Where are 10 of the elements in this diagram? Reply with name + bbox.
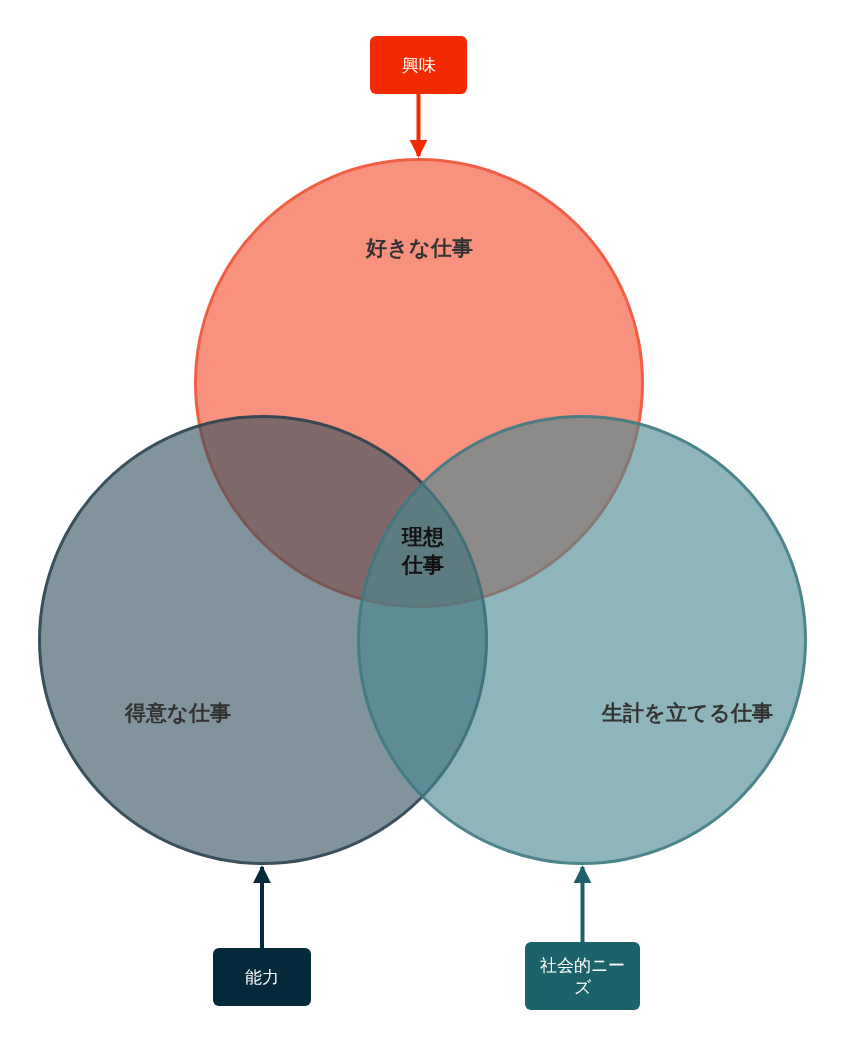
arrow xyxy=(409,94,428,158)
arrow xyxy=(573,865,592,942)
arrow xyxy=(253,865,271,948)
label-box: 興味 xyxy=(370,36,467,94)
circle-label: 生計を立てる仕事 xyxy=(601,700,773,727)
circle-label: 得意な仕事 xyxy=(125,700,231,727)
center-label: 理想仕事 xyxy=(400,524,445,579)
label-box: 社会的ニーズ xyxy=(525,942,640,1010)
label-box: 能力 xyxy=(213,948,311,1006)
circle-label: 好きな仕事 xyxy=(365,235,473,262)
